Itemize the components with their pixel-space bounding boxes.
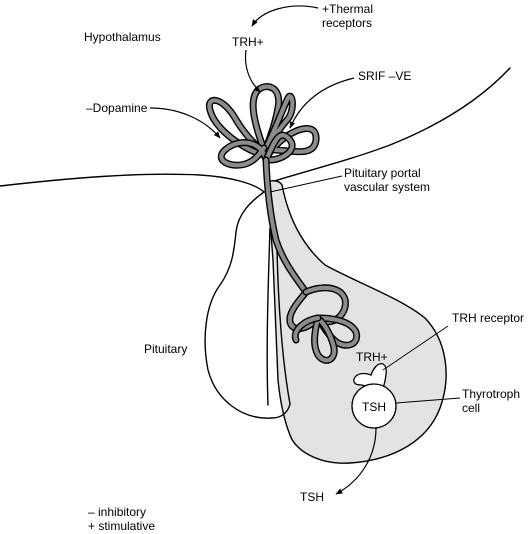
thermal-to-trh-arrow <box>251 5 319 27</box>
anterior-pituitary <box>267 180 447 464</box>
trh-cell-label: TRH+ <box>356 350 388 364</box>
dopamine-label: –Dopamine <box>86 101 148 115</box>
thyrotroph-label-line2: cell <box>462 401 480 415</box>
hypothalamic-capillary-plexus <box>205 83 320 169</box>
thyrotroph-leader-line <box>395 397 461 404</box>
srif-arrow <box>289 77 355 129</box>
posterior-pituitary <box>204 191 291 419</box>
thyrotroph-label-line1: Thyrotroph <box>462 387 520 401</box>
tsh-cell-label: TSH <box>362 400 386 414</box>
trh-to-plexus-arrow <box>244 49 261 93</box>
hypothalamus-floor-right <box>270 67 511 183</box>
tsh-output-label: TSH <box>300 490 324 504</box>
pituitary-inner-line-right <box>276 247 291 405</box>
thermal-receptors-label-line1: +Thermal <box>322 2 373 16</box>
srif-label: SRIF –VE <box>358 69 411 83</box>
thyrotroph-cell <box>351 383 397 429</box>
tsh-output-arrow <box>335 427 377 495</box>
hypothalamus-label: Hypothalamus <box>84 30 161 44</box>
dopamine-arrow <box>149 107 221 139</box>
thermal-receptors-label-line2: receptors <box>322 16 372 30</box>
trh-top-label: TRH+ <box>232 35 264 49</box>
portal-leader-line <box>269 175 343 193</box>
trh-receptor-leader-line <box>382 325 449 371</box>
pituitary-inner-line-left <box>266 227 271 406</box>
legend-stimulative: + stimulative <box>88 519 155 533</box>
portal-system-label-line1: Pituitary portal <box>344 166 421 180</box>
legend-inhibitory: – inhibitory <box>88 505 146 519</box>
portal-system-label-line2: vascular system <box>344 180 430 194</box>
trh-receptor-label: TRH receptor <box>452 311 524 325</box>
pituitary-capillary-plexus <box>286 284 361 364</box>
hypothalamus-floor-left <box>0 173 265 193</box>
pituitary-label: Pituitary <box>144 342 187 356</box>
portal-vessel-trunk <box>262 156 310 296</box>
